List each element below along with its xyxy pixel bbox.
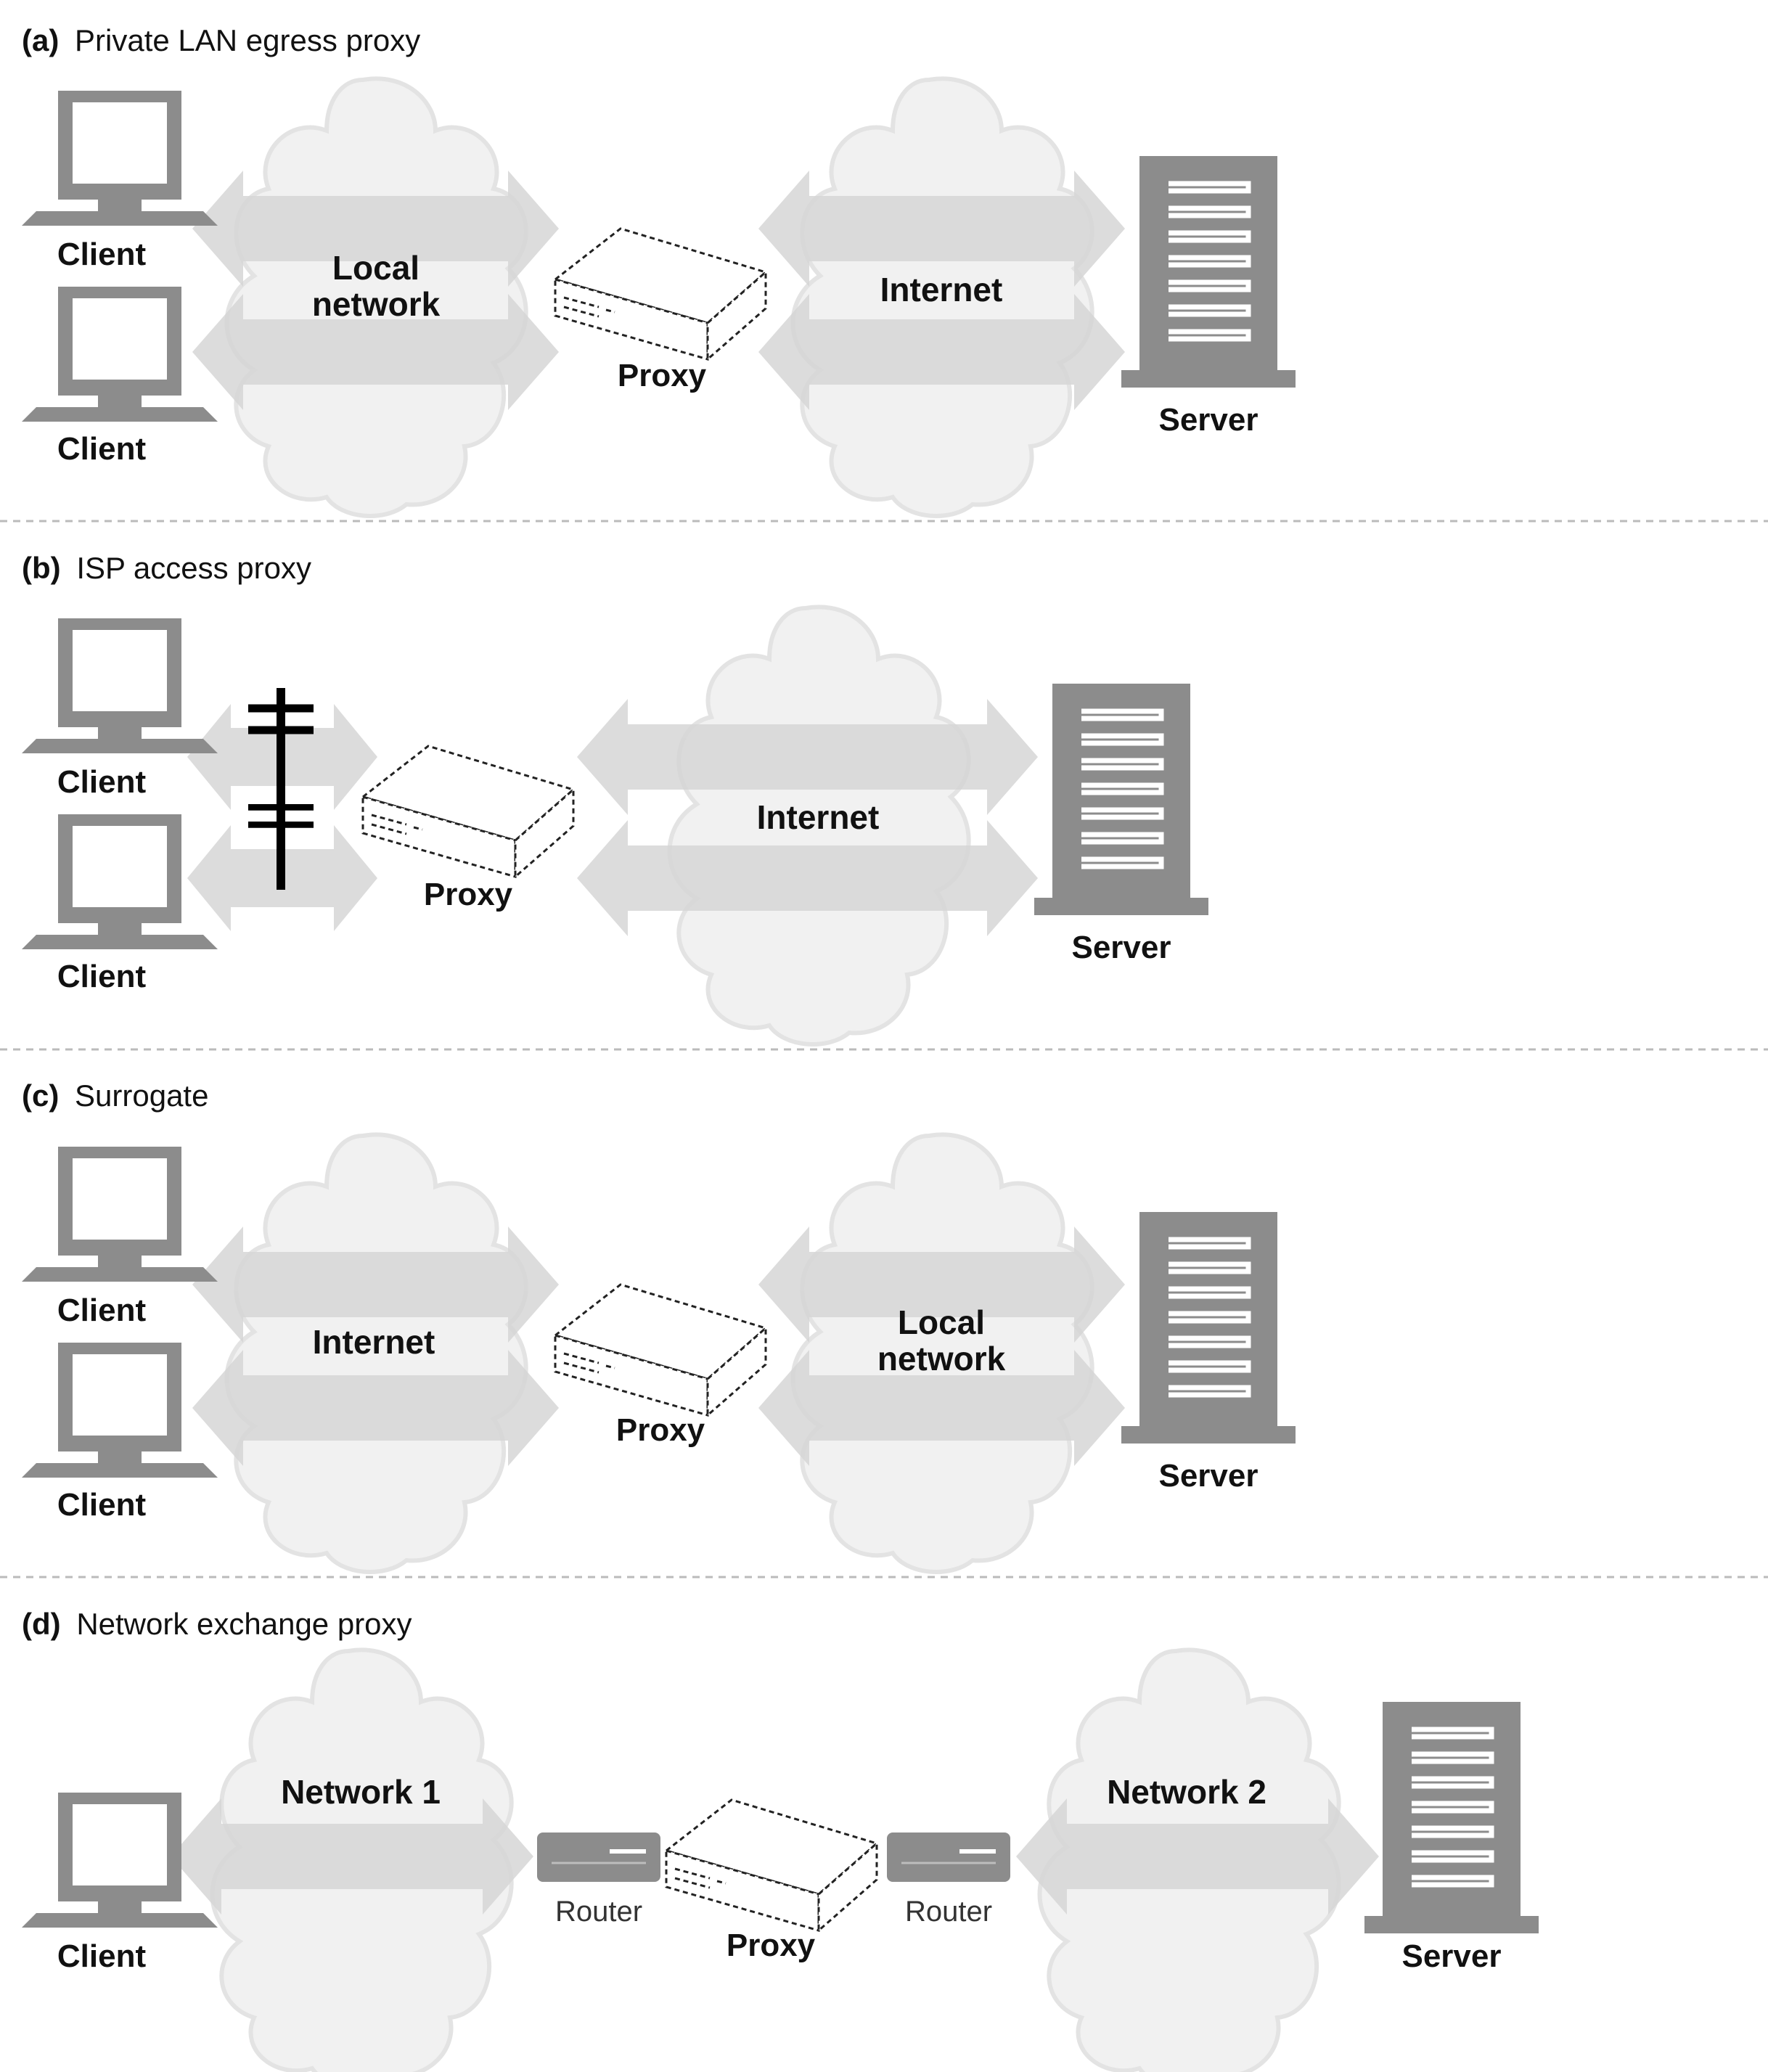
panel-a: (a) Private LAN egress proxy Client Clie… — [22, 23, 1296, 516]
panel-d: (d) Network exchange proxy Client Networ… — [22, 1607, 1539, 2072]
network-label: network — [877, 1340, 1006, 1377]
proxy-label: Proxy — [618, 358, 707, 393]
double-arrow-icon — [192, 171, 559, 410]
monitor-icon — [22, 1147, 218, 1282]
server-icon — [1364, 1702, 1539, 1933]
panel-d-letter: (d) — [22, 1607, 61, 1641]
panel-b-title: ISP access proxy — [76, 551, 311, 585]
client-label: Client — [57, 764, 147, 800]
panel-b: (b) ISP access proxy Client Client Proxy… — [22, 551, 1208, 1044]
proxy-label: Proxy — [424, 877, 513, 912]
network-label: Local — [332, 249, 420, 287]
server-label: Server — [1401, 1938, 1501, 1974]
router-icon — [887, 1833, 1010, 1882]
monitor-icon — [22, 1343, 218, 1478]
panel-c: (c) Surrogate Client Client Internet Loc… — [22, 1078, 1296, 1572]
double-arrow-icon — [758, 1227, 1125, 1466]
server-label: Server — [1158, 1458, 1258, 1494]
panel-b-letter: (b) — [22, 551, 61, 585]
double-arrow-icon — [171, 1798, 1379, 1915]
proxy-label: Proxy — [727, 1928, 816, 1963]
svg-text:(a) Private LAN egress p: (a) Private LAN egress proxy — [22, 23, 420, 57]
panel-c-title: Surrogate — [75, 1078, 208, 1113]
server-label: Server — [1071, 930, 1171, 965]
network-label: Network 1 — [281, 1773, 441, 1811]
router-label: Router — [905, 1896, 992, 1928]
panel-d-title: Network exchange proxy — [76, 1607, 412, 1641]
client-label: Client — [57, 959, 147, 994]
double-arrow-icon — [577, 699, 1038, 936]
network-label: Local — [898, 1303, 985, 1341]
client-label: Client — [57, 1293, 147, 1328]
network-label: Network 2 — [1107, 1773, 1266, 1811]
client-label: Client — [57, 237, 147, 272]
svg-text:(c) Surrogate: (c) Surrogate — [22, 1078, 208, 1113]
monitor-icon — [22, 287, 218, 422]
network-label: Internet — [880, 271, 1003, 308]
double-arrow-icon — [192, 1227, 559, 1466]
server-icon — [1034, 684, 1208, 915]
svg-text:(d) Network exchange pro: (d) Network exchange proxy — [22, 1607, 412, 1641]
panel-c-letter: (c) — [22, 1078, 59, 1113]
proxy-box-icon — [554, 1283, 767, 1417]
client-label: Client — [57, 431, 147, 467]
svg-text:(b) ISP access proxy: (b) ISP access proxy — [22, 551, 311, 585]
monitor-icon — [22, 814, 218, 949]
panel-a-letter: (a) — [22, 23, 59, 57]
monitor-icon — [22, 91, 218, 226]
monitor-icon — [22, 618, 218, 753]
proxy-label: Proxy — [616, 1412, 705, 1448]
network-label: Internet — [757, 798, 880, 836]
proxy-box-icon — [361, 745, 575, 878]
proxy-box-icon — [665, 1798, 878, 1932]
panel-a-title: Private LAN egress proxy — [75, 23, 420, 57]
network-label: network — [312, 285, 441, 323]
server-label: Server — [1158, 402, 1258, 438]
client-label: Client — [57, 1938, 147, 1974]
server-icon — [1121, 1212, 1296, 1444]
router-icon — [537, 1833, 660, 1882]
router-label: Router — [555, 1896, 642, 1928]
network-label: Internet — [313, 1323, 435, 1361]
proxy-box-icon — [554, 227, 767, 361]
client-label: Client — [57, 1487, 147, 1523]
double-arrow-icon — [758, 171, 1125, 410]
server-icon — [1121, 156, 1296, 388]
